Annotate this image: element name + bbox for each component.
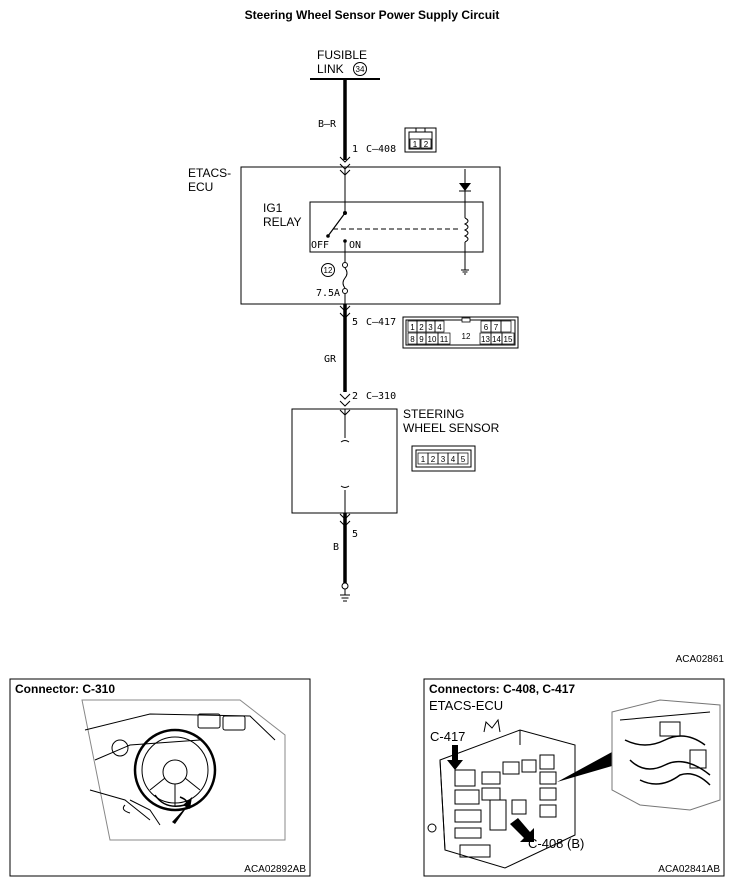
c310-pin: 2: [352, 391, 358, 402]
fuse-number: 12: [324, 266, 333, 275]
fusible-link-label-line1: FUSIBLE: [317, 48, 367, 62]
c310-location-arrow-icon: [172, 797, 192, 824]
wire-label-top: B–R: [318, 119, 337, 130]
c417-location-arrow-icon: [447, 745, 463, 770]
c310-pin-1: 1: [421, 455, 426, 464]
c310-name: C–310: [366, 391, 396, 402]
c417-pin-11: 11: [440, 335, 449, 344]
etacs-ecu-box: [240, 166, 501, 305]
fuse-icon: [342, 267, 348, 289]
relay-off-label: OFF: [311, 240, 329, 251]
c417-pin-13: 13: [481, 335, 490, 344]
c310-pin-2: 2: [431, 455, 436, 464]
c417-pin-2: 2: [419, 323, 424, 332]
steering-column-illustration: [81, 699, 286, 841]
diode-icon: [459, 183, 471, 191]
fuse-rating: 7.5A: [316, 288, 340, 299]
c408-pin-2: 2: [424, 140, 429, 149]
c408-pin-1: 1: [413, 140, 418, 149]
c417-pin-3: 3: [428, 323, 433, 332]
relay-label-line2: RELAY: [263, 215, 301, 229]
fusible-link-label-line2: LINK: [317, 62, 344, 76]
c417-pin-7-a: 7: [494, 323, 499, 332]
connector-c310-panel: [9, 678, 311, 877]
sensor-label-line1: STEERING: [403, 407, 464, 421]
left-panel-title: Connector: C-310: [15, 682, 115, 696]
fusible-link-number: 34: [356, 65, 365, 74]
c417-pin-6: 6: [484, 323, 489, 332]
c417-pin-14: 14: [492, 335, 501, 344]
c417-pin-9: 9: [419, 335, 424, 344]
c310-connector-face: 1 2 3 4 5: [411, 445, 476, 472]
c417-location-label: C-417: [430, 729, 465, 744]
dashboard-location-illustration: [611, 699, 721, 811]
c417-pin: 5: [352, 317, 358, 328]
wire-label-bottom: B: [333, 542, 339, 553]
c417-name: C–417: [366, 317, 396, 328]
c310-pin-3: 3: [441, 455, 446, 464]
c417-pin-12: 12: [462, 332, 471, 341]
c408-connector-face: 1 2: [404, 127, 437, 153]
c408-location-arrow-icon: [510, 818, 534, 842]
c417-pin-10: 10: [428, 335, 437, 344]
c417-connector-face: 1 2 3 4 12 6 7 8 9 10 11 13 14 15: [402, 316, 519, 349]
c310-pin-4: 4: [451, 455, 456, 464]
figure-id: ACA02861: [676, 654, 725, 665]
ig1-relay-box: [309, 201, 484, 253]
c417-pin-8: 8: [410, 335, 415, 344]
diagram-title: Steering Wheel Sensor Power Supply Circu…: [245, 8, 500, 22]
ground-icon: [340, 594, 350, 602]
connector-c408-c417-panel: [423, 678, 725, 877]
right-panel-title: Connectors: C-408, C-417: [429, 682, 575, 696]
fusible-link-number-circle: [353, 62, 367, 76]
etacs-label-line1: ETACS-: [188, 166, 231, 180]
relay-switch-arm: [327, 212, 346, 237]
c408-pin: 1: [352, 144, 358, 155]
right-panel-code: ACA02841AB: [658, 864, 720, 875]
right-panel-subtitle: ETACS-ECU: [429, 698, 503, 713]
etacs-ecu-illustration: [427, 718, 576, 869]
wire-label-middle: GR: [324, 354, 337, 365]
etacs-label-line2: ECU: [188, 180, 213, 194]
relay-on-label: ON: [349, 240, 361, 251]
ecu-ground-icon: [461, 269, 469, 275]
ground-pin: 5: [352, 529, 358, 540]
relay-coil-icon: [463, 217, 469, 243]
relay-label-line1: IG1: [263, 201, 283, 215]
left-panel-code: ACA02892AB: [244, 864, 306, 875]
c417-pin-4: 4: [437, 323, 442, 332]
c417-pin-1: 1: [410, 323, 415, 332]
c408-location-label: C-408 (B): [528, 836, 584, 851]
c408-name: C–408: [366, 144, 396, 155]
location-pointer-icon: [557, 752, 612, 782]
fuse-number-circle: [321, 263, 335, 277]
c417-pin-15: 15: [504, 335, 513, 344]
connector-c310-symbol: [339, 393, 351, 407]
c310-pin-5: 5: [461, 455, 466, 464]
sensor-label-line2: WHEEL SENSOR: [403, 421, 500, 435]
